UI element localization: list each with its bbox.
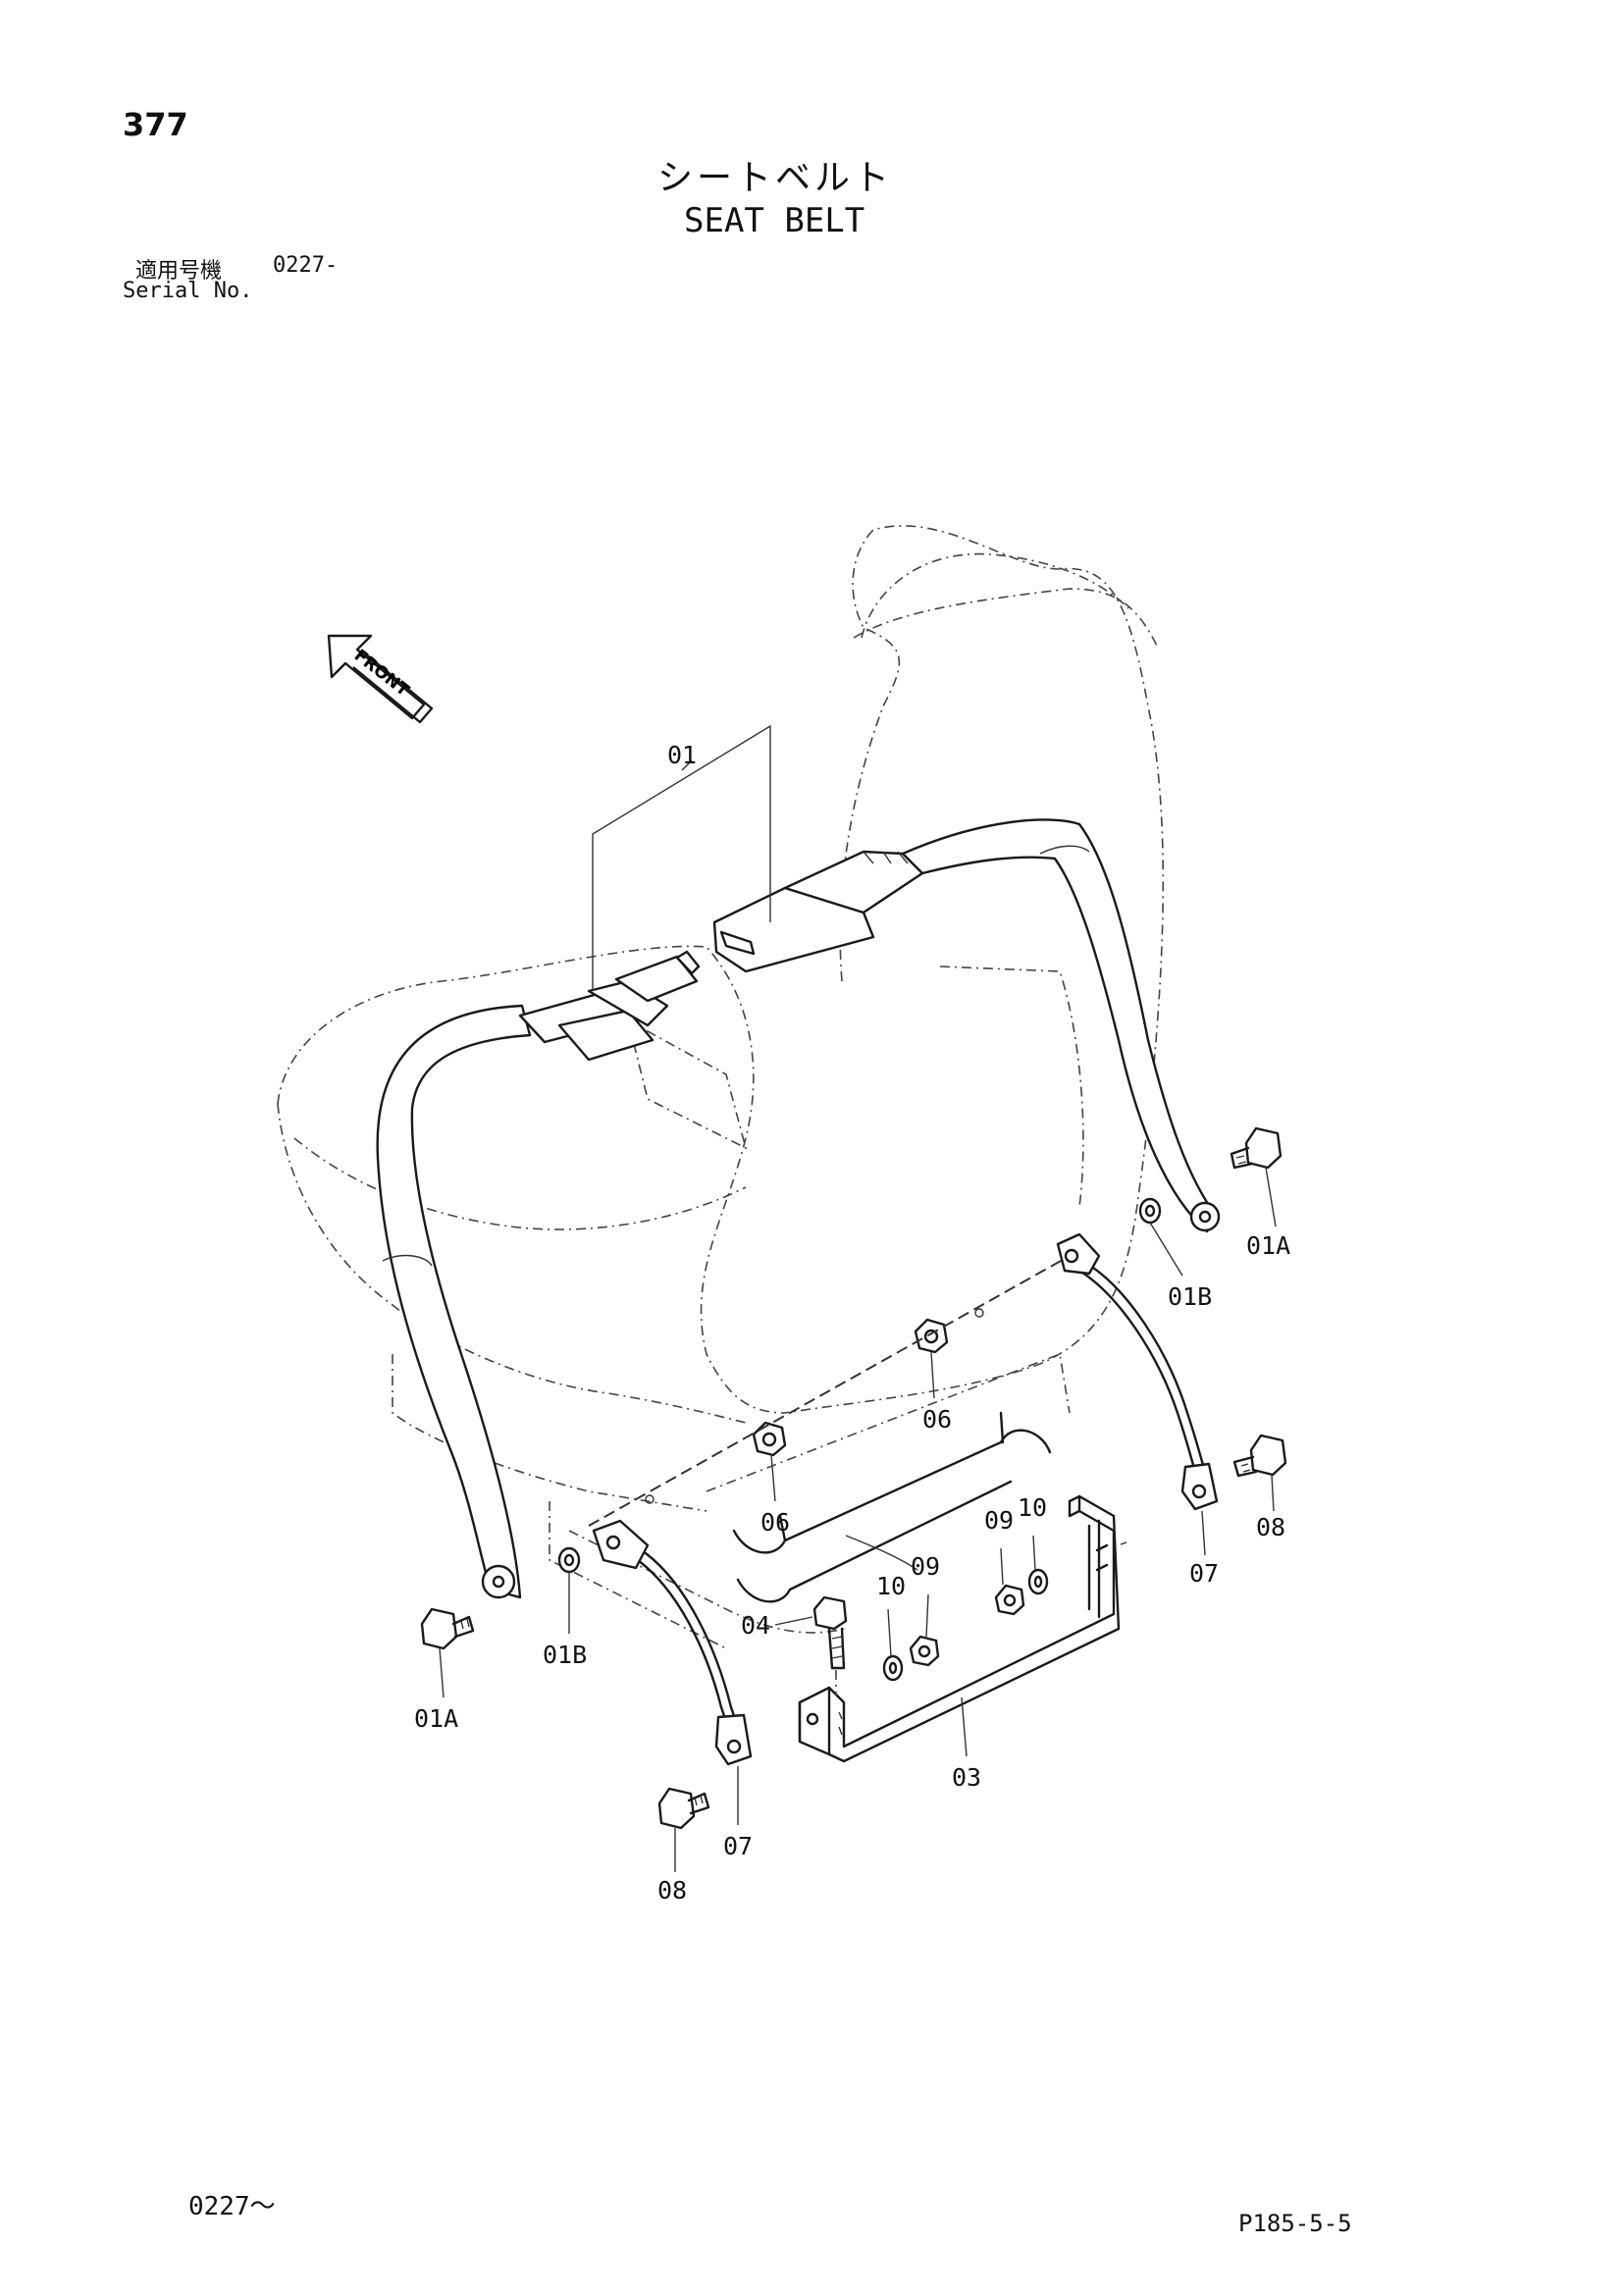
front-arrow-icon: FRONT: [327, 634, 434, 724]
part-label-04: 04: [741, 1611, 770, 1640]
bolt-01a-right: [1230, 1126, 1283, 1227]
bolt-08-right: [1232, 1434, 1287, 1512]
part-label-10-right: 10: [1018, 1493, 1047, 1522]
part-label-08-right: 08: [1256, 1513, 1285, 1541]
nut-09-left: [909, 1593, 940, 1667]
washer-01b-right: [1138, 1197, 1183, 1277]
bolt-04: [774, 1595, 848, 1696]
page-title-japanese: シートベルト: [657, 158, 894, 198]
applicable-serial-label-japanese: 適用号機: [135, 259, 223, 284]
mount-hole: [645, 1494, 654, 1504]
part-label-09-left: 09: [911, 1552, 940, 1581]
nut-09-right: [994, 1547, 1025, 1616]
part-label-01: 01: [667, 741, 697, 769]
part-label-08-left: 08: [657, 1876, 687, 1905]
part-label-07-left: 07: [723, 1832, 753, 1860]
part-label-01b-right: 01B: [1168, 1282, 1212, 1311]
footer-serial-range: 0227～: [188, 2192, 276, 2221]
seat-belt-left-strap: [376, 950, 701, 1599]
bracket-03: [798, 1494, 1127, 1763]
seat-slide-rails: [732, 1411, 1052, 1603]
serial-number-label: Serial No.: [123, 279, 253, 303]
part-label-09-right: 09: [984, 1506, 1014, 1535]
part-label-06-bottom: 06: [760, 1508, 790, 1537]
bolt-01a-left: [420, 1607, 475, 1698]
part-label-07-right: 07: [1189, 1559, 1219, 1588]
part-label-01a-left: 01A: [414, 1704, 458, 1733]
part-label-03: 03: [952, 1763, 981, 1792]
nut-06-bottom: [752, 1421, 787, 1502]
seat-belt-buckle-and-right-strap: [712, 818, 1221, 1233]
footer-page-code: P185-5-5: [1238, 2210, 1352, 2237]
applicable-serial-value: 0227-: [273, 253, 339, 278]
bolt-08-left: [657, 1787, 710, 1872]
ground-cable-07-left: [592, 1519, 753, 1825]
page-number: 377: [123, 106, 188, 143]
washer-01b-left: [557, 1546, 581, 1634]
part-label-01b-left: 01B: [543, 1641, 587, 1669]
nut-06-top: [914, 1318, 949, 1399]
mount-hole: [974, 1308, 984, 1318]
part-label-01a-right: 01A: [1246, 1231, 1290, 1260]
part-01-callout-bracket: [592, 724, 771, 991]
ground-cable-07-right: [1056, 1232, 1219, 1556]
part-label-06-top: 06: [922, 1405, 952, 1434]
leader-09-to-rail: [845, 1535, 918, 1571]
page-title-english: SEAT BELT: [684, 201, 865, 240]
assembly-axis-line: [588, 1255, 1071, 1527]
washer-10-left: [882, 1608, 904, 1682]
part-label-10-left: 10: [876, 1572, 906, 1600]
washer-10-right: [1027, 1535, 1049, 1595]
